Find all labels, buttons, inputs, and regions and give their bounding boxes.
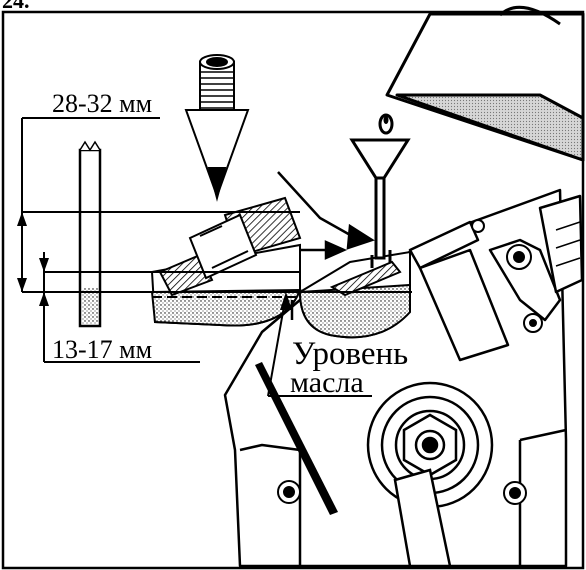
figure-number: 24. [2,0,30,13]
oil-level-label-line2: масла [290,366,364,399]
pointer-arrows [277,171,375,320]
lever-arm [393,468,452,568]
housing-bolts [277,219,543,505]
plug-section [150,196,302,327]
figure-frame [1,10,585,570]
dipstick-icon [78,140,102,328]
filler-section [298,250,411,339]
dimension-arrows [17,212,49,306]
oil-level-leader [267,294,372,397]
dimension-label-lower: 13-17 мм [52,335,152,364]
funnel-icon [349,138,411,260]
oil-level-leader-arrow [280,292,292,310]
filler-plug-icon [184,54,250,202]
dimension-lines [21,117,412,363]
dimension-label-upper: 28-32 мм [52,89,152,118]
oil-level-label-line1: Уровень [292,336,408,372]
oil-can-icon [378,5,585,162]
vent-tube [255,362,338,515]
output-shaft [366,381,494,509]
